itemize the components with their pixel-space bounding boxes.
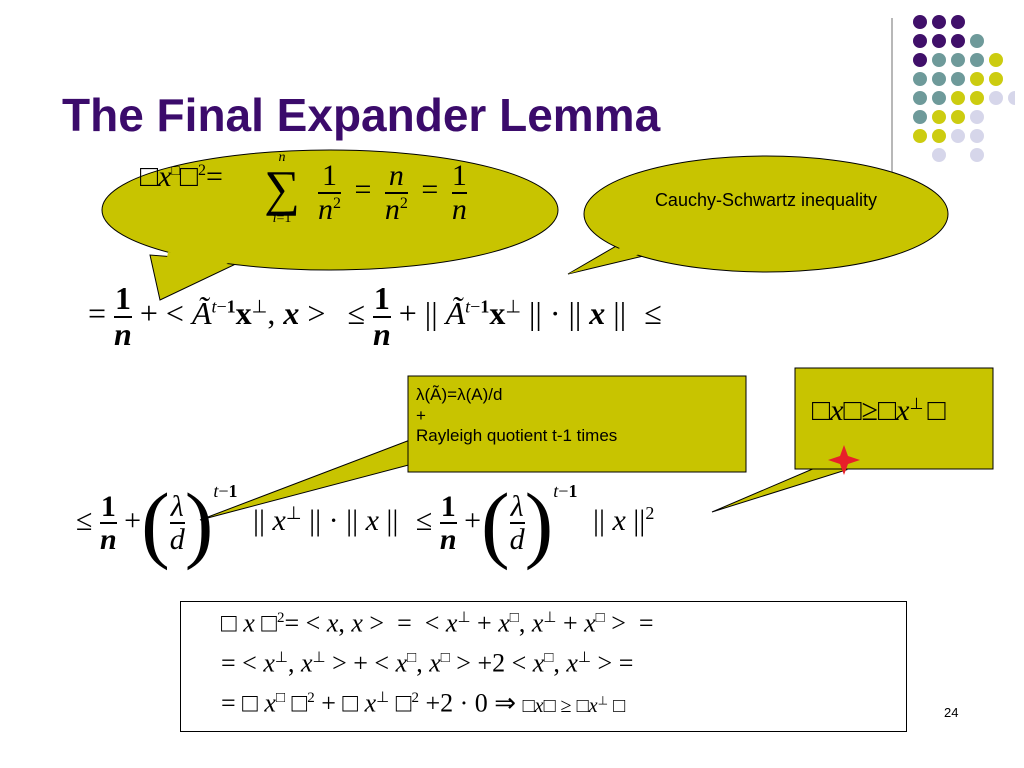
cauchy-ellipse (583, 155, 949, 273)
norm-bar-symbol: □ (843, 394, 862, 427)
equals: = (354, 173, 372, 207)
dot (989, 91, 1003, 105)
sigma-symbol: ∑ (264, 160, 300, 216)
star-icon (828, 445, 860, 475)
divider-line (891, 18, 893, 186)
slide-title: The Final Expander Lemma (62, 89, 661, 141)
perp-symbol: ⊥ (285, 502, 302, 523)
norm-bar-symbol: □ (140, 160, 159, 193)
dot (913, 15, 927, 29)
dot (970, 129, 984, 143)
tail-cover (160, 252, 238, 298)
dot (913, 34, 927, 48)
dot (970, 53, 984, 67)
lambda-callout: λ(Ã)=λ(A)/d + Rayleigh quotient t-1 time… (416, 385, 617, 447)
equals: = (421, 173, 439, 207)
norm-bar-symbol: □ (179, 160, 199, 193)
dot (932, 15, 946, 29)
dot (951, 72, 965, 86)
norm-inequality: □x□≥□x⊥□ (812, 394, 946, 427)
dot (951, 15, 965, 29)
norm-bar-symbol: □ (812, 394, 831, 427)
lambda-line-1: λ(Ã)=λ(A)/d (416, 385, 503, 404)
dot (913, 53, 927, 67)
dot (932, 110, 946, 124)
lambda-box (407, 375, 747, 473)
lambda-symbol: λ (170, 489, 184, 523)
proof-line-1: □ x □2= < x, x > = < x⊥ + x□, x⊥ + x□ > … (221, 608, 654, 638)
dot (951, 53, 965, 67)
a-tilde: Ã (191, 294, 212, 331)
lambda-symbol: λ (510, 489, 524, 523)
dot (913, 110, 927, 124)
leq-symbol: ≤ (76, 503, 93, 537)
sum-upper-limit: n (278, 150, 286, 165)
exponent: 2 (198, 162, 207, 179)
leq-symbol: ≤ (347, 294, 365, 331)
ellipse-formula: □x□□2= (140, 160, 223, 194)
dot (913, 91, 927, 105)
dot (951, 129, 965, 143)
lambda-line-3: Rayleigh quotient t-1 times (416, 426, 618, 446)
lambda-line-2: + (416, 405, 426, 425)
dot (970, 110, 984, 124)
equals: = (206, 160, 223, 193)
decorative-dots (913, 15, 1015, 162)
dot (913, 129, 927, 143)
dot (989, 53, 1003, 67)
par-symbol: □ (171, 164, 180, 179)
proof-box: □ x □2= < x, x > = < x⊥ + x□, x⊥ + x□ > … (180, 601, 907, 732)
var-x: x (158, 160, 172, 193)
perp-symbol: ⊥ (505, 296, 522, 317)
dot (951, 110, 965, 124)
norm-box (794, 367, 994, 470)
sum-lower-limit: i=1 (272, 211, 292, 226)
cauchy-schwartz-label: Cauchy-Schwartz inequality (654, 190, 878, 210)
dot (932, 129, 946, 143)
dot (932, 72, 946, 86)
dot (951, 34, 965, 48)
dot (932, 53, 946, 67)
proof-line-2: = < x⊥, x⊥ > + < x□, x□ > +2 < x□, x⊥ > … (221, 648, 634, 678)
proof-line-3: = □ x□ □2 + □ x⊥ □2 +2 · 0 ⇒ □x□ ≥ □x⊥ □ (221, 688, 626, 718)
norm-bar-symbol: □ (927, 394, 946, 427)
geq-symbol: ≥ (861, 394, 879, 427)
dot (970, 72, 984, 86)
dot (970, 148, 984, 162)
perp-symbol: ⊥ (909, 396, 924, 413)
leq-symbol: ≤ (644, 294, 662, 331)
dot (951, 91, 965, 105)
dot (1008, 91, 1015, 105)
sum-operator: n ∑ i=1 (252, 150, 312, 227)
dot (932, 148, 946, 162)
leq-symbol: ≤ (415, 503, 433, 537)
page-number: 24 (944, 705, 959, 720)
dot (913, 72, 927, 86)
dot (989, 72, 1003, 86)
dot (932, 91, 946, 105)
perp-symbol: ⊥ (251, 296, 268, 317)
dots-group (913, 15, 1015, 162)
a-tilde: Ã (445, 294, 466, 331)
left-ellipse (101, 149, 559, 271)
dot (932, 34, 946, 48)
dot (970, 91, 984, 105)
tail-cover (568, 240, 662, 274)
dot (970, 34, 984, 48)
norm-bar-symbol: □ (878, 394, 897, 427)
